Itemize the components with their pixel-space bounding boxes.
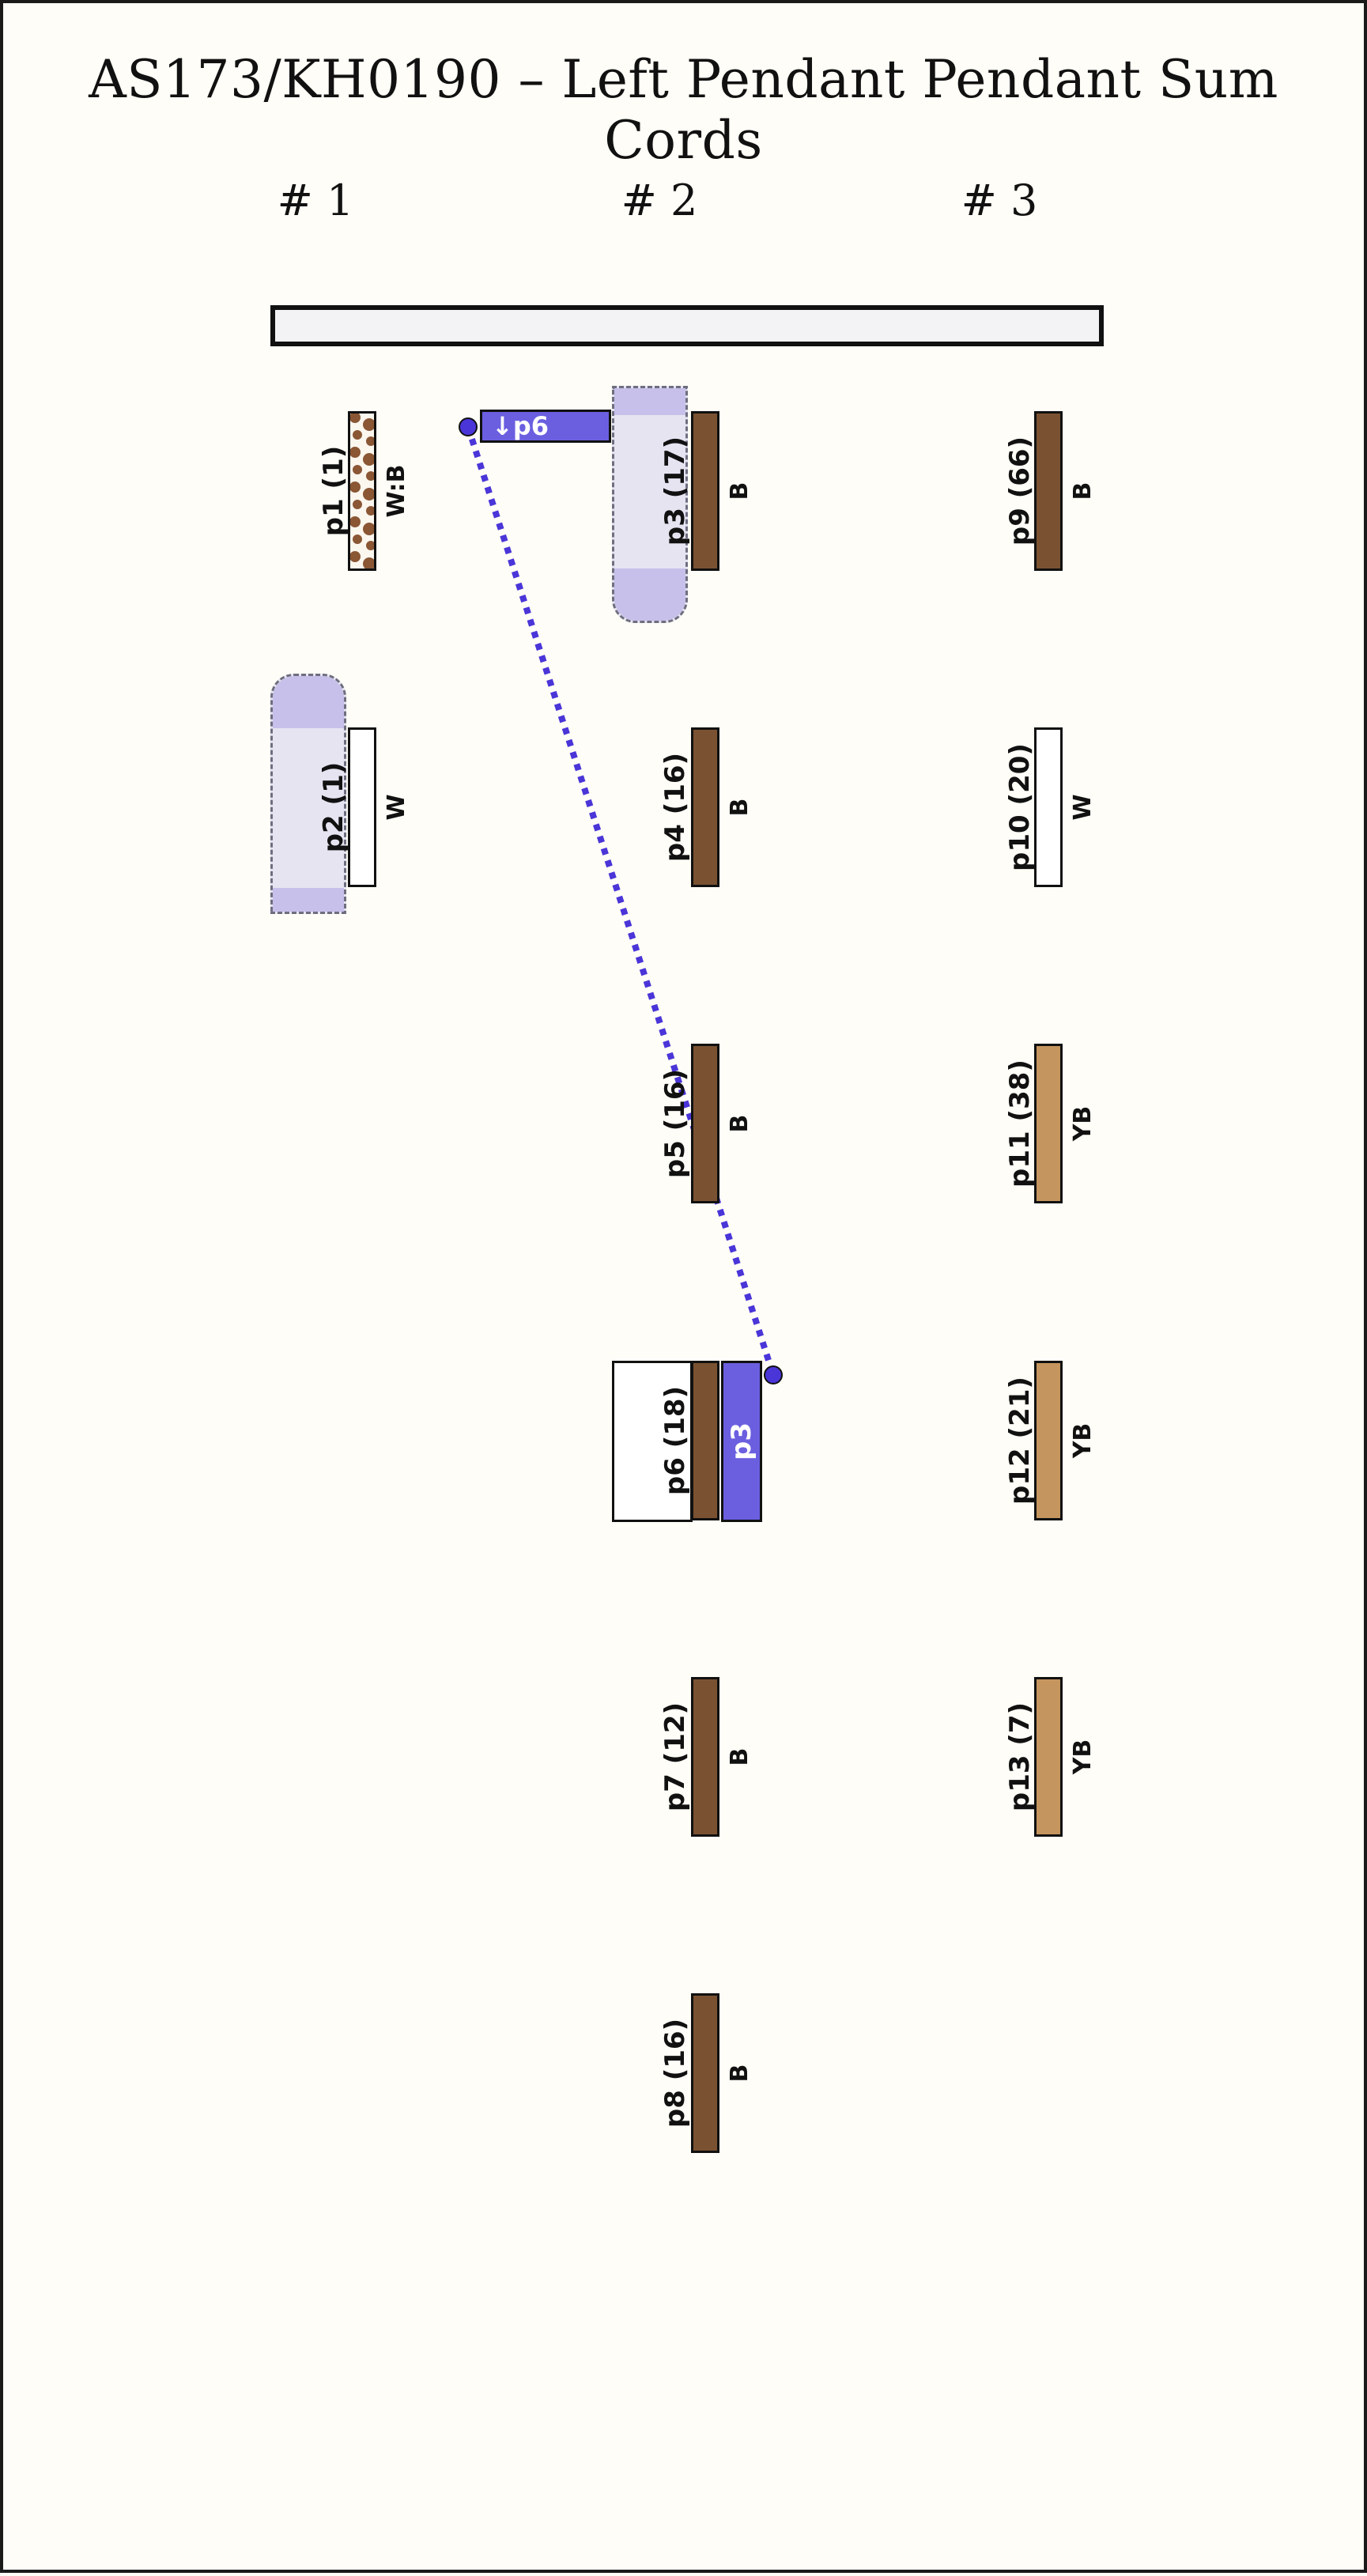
cord-label-p12: p12 (21) xyxy=(1004,1377,1036,1505)
sum-link-start-dot xyxy=(459,417,478,436)
cord-p13 xyxy=(1034,1677,1063,1837)
group-label-3: # 3 xyxy=(961,176,1038,225)
cord-label-p3: p3 (17) xyxy=(659,436,691,546)
cord-label-p9: p9 (66) xyxy=(1004,436,1036,546)
p6-target-tag: ↓p6 xyxy=(480,410,611,443)
sum-link-end-dot xyxy=(764,1365,783,1384)
cord-p1-fill xyxy=(348,411,376,571)
ghost-highlight-p2 xyxy=(270,674,346,914)
cord-p1 xyxy=(348,411,376,571)
ghost-highlight-p3 xyxy=(612,386,688,623)
cord-p4 xyxy=(691,727,719,887)
group-label-2: # 2 xyxy=(621,176,698,225)
sum-link-connector xyxy=(459,417,783,1384)
color-label-p3: B xyxy=(726,482,753,500)
cord-p8 xyxy=(691,1993,719,2153)
cord-p3 xyxy=(691,411,719,571)
color-label-p13: YB xyxy=(1069,1739,1097,1775)
p3-source-tag xyxy=(721,1361,762,1522)
color-label-p12: YB xyxy=(1069,1422,1097,1459)
group-label-1: # 1 xyxy=(277,176,354,225)
cord-p2 xyxy=(348,727,376,887)
cord-label-p10: p10 (20) xyxy=(1004,743,1036,871)
cord-label-p11: p11 (38) xyxy=(1004,1059,1036,1188)
color-label-p5: B xyxy=(726,1114,753,1133)
color-label-p2: W xyxy=(383,794,410,821)
top-cord xyxy=(270,305,1104,346)
cord-p9 xyxy=(1034,411,1063,571)
color-label-p11: YB xyxy=(1069,1105,1097,1142)
cord-label-p4: p4 (16) xyxy=(659,752,691,863)
cord-p5 xyxy=(691,1044,719,1203)
diagram-title: AS173/KH0190 – Left Pendant Pendant Sum … xyxy=(89,49,1278,171)
cord-label-p5: p5 (16) xyxy=(659,1068,691,1179)
sum-link-line xyxy=(465,425,776,1377)
cord-p10 xyxy=(1034,727,1063,887)
cord-p6 xyxy=(691,1361,719,1520)
cord-label-p1: p1 (1) xyxy=(318,445,349,537)
color-label-p7: B xyxy=(726,1747,753,1766)
cord-p12 xyxy=(1034,1361,1063,1520)
cord-label-p8: p8 (16) xyxy=(659,2018,691,2128)
color-label-p10: W xyxy=(1069,794,1097,821)
cord-label-p7: p7 (12) xyxy=(659,1702,691,1812)
cord-p11 xyxy=(1034,1044,1063,1203)
color-label-p8: B xyxy=(726,2064,753,2083)
cord-label-p6: p6 (18) xyxy=(659,1385,691,1496)
color-label-p1: W:B xyxy=(383,464,410,518)
cord-label-p2: p2 (1) xyxy=(318,761,349,853)
cord-label-p13: p13 (7) xyxy=(1004,1702,1036,1812)
color-label-p9: B xyxy=(1069,482,1097,500)
cord-p7 xyxy=(691,1677,719,1837)
color-label-p4: B xyxy=(726,798,753,817)
